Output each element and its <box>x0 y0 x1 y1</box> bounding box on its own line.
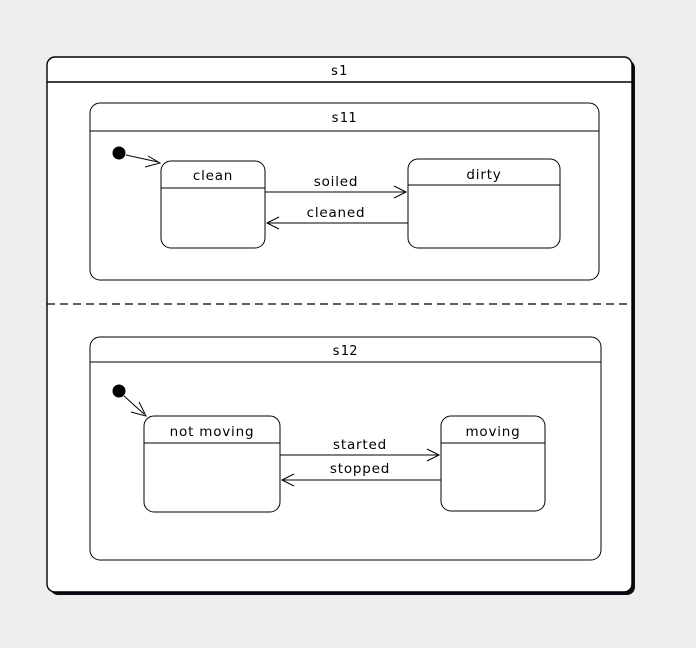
arrowhead-icon <box>130 401 147 417</box>
moving-body <box>440 415 546 512</box>
transition-label: stopped <box>330 461 390 477</box>
moving-name: moving <box>465 424 520 440</box>
not-moving-name: not moving <box>170 424 255 440</box>
not-moving-body <box>143 415 281 513</box>
transition-label: soiled <box>314 174 358 190</box>
initial-pseudostate-dot <box>112 384 126 398</box>
transition-label: cleaned <box>307 205 366 221</box>
initial-transition-line <box>123 395 145 415</box>
dirty-body <box>407 158 561 249</box>
s11-title: s11 <box>331 110 357 126</box>
s12-title: s12 <box>332 343 358 359</box>
state-moving[interactable]: moving <box>440 415 546 512</box>
transition-started[interactable]: started <box>280 437 441 462</box>
arrowhead-icon <box>393 185 408 199</box>
dirty-name: dirty <box>466 167 501 183</box>
initial-transition-line <box>125 154 159 163</box>
clean-name: clean <box>193 168 233 184</box>
transition-stopped[interactable]: stopped <box>280 461 441 487</box>
clean-body <box>160 160 266 249</box>
transition-soiled[interactable]: soiled <box>265 174 408 199</box>
arrowhead-icon <box>265 216 280 230</box>
arrowhead-icon <box>426 448 441 462</box>
state-not-moving[interactable]: not moving <box>143 415 281 513</box>
transition-cleaned[interactable]: cleaned <box>265 205 408 230</box>
initial-pseudostate-dot <box>112 146 126 160</box>
state-dirty[interactable]: dirty <box>407 158 561 249</box>
state-clean[interactable]: clean <box>160 160 266 249</box>
transition-label: started <box>333 437 387 453</box>
s1-title: s1 <box>330 63 347 79</box>
arrowhead-icon <box>144 155 162 168</box>
arrowhead-icon <box>280 473 295 487</box>
initial-state-top[interactable] <box>112 146 162 168</box>
initial-state-bottom[interactable] <box>112 384 147 417</box>
